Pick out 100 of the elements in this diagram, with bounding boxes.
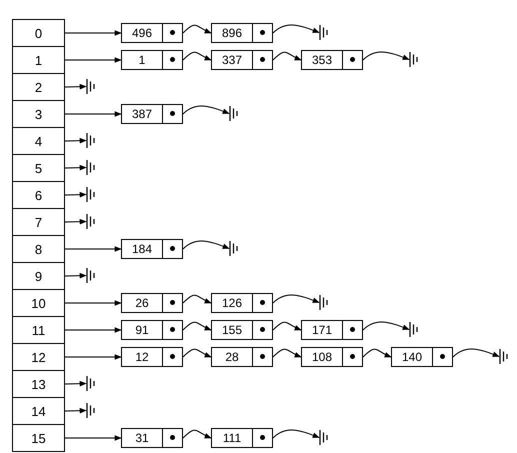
arrow [64,84,87,90]
null-ground-symbol [229,241,238,256]
arrow [182,322,212,330]
node-value: 496 [130,25,154,42]
index-cell: 12 [12,343,65,371]
arrow [272,52,302,60]
arrow [64,408,87,414]
list-node [121,23,183,43]
arrow [64,218,87,224]
node-value: 28 [224,349,240,366]
node-value: 171 [310,322,334,339]
arrow [64,111,122,117]
arrow [182,240,230,250]
arrow [64,138,87,144]
node-value: 155 [220,322,244,339]
node-value: 91 [134,322,150,339]
node-value: 184 [130,241,154,258]
arrow [272,430,320,438]
index-cell: 4 [12,127,65,155]
arrow [182,52,212,60]
node-value: 12 [134,349,150,366]
node-value: 1 [138,52,146,69]
arrow [64,300,122,306]
node-value: 140 [400,349,424,366]
node-value: 111 [222,430,242,447]
arrow [64,164,87,170]
list-node [211,347,273,367]
node-value: 31 [134,430,150,447]
arrow [182,430,212,438]
null-ground-symbol [319,25,328,40]
null-ground-symbol [86,214,95,229]
arrow [64,380,87,386]
node-value: 26 [134,295,150,312]
list-node [211,320,273,340]
arrow [362,322,410,330]
index-cell: 10 [12,289,65,317]
index-cell: 14 [12,397,65,425]
index-cell: 7 [12,208,65,236]
node-value: 108 [310,349,334,366]
list-node [301,50,363,70]
null-ground-symbol [319,430,328,445]
list-node [301,347,363,367]
null-ground-symbol [86,79,95,94]
index-cell: 9 [12,262,65,290]
index-cell: 8 [12,235,65,263]
null-ground-symbol [499,349,508,364]
arrow [64,246,122,252]
list-node [121,104,183,124]
index-cell: 0 [12,19,65,47]
arrow [272,294,320,304]
arrow [64,327,122,333]
arrow [272,348,302,358]
list-node [121,320,183,340]
null-ground-symbol [86,376,95,391]
null-ground-symbol [409,52,418,67]
node-value: 353 [310,52,334,69]
arrow [182,106,230,114]
arrow [64,435,122,441]
list-node [211,23,273,43]
arrow [182,24,212,34]
index-cell: 1 [12,46,65,74]
list-node [121,293,183,313]
null-ground-symbol [86,133,95,148]
arrow [182,294,212,304]
null-ground-symbol [86,187,95,202]
null-ground-symbol [86,160,95,175]
index-cell: 13 [12,370,65,398]
arrow [64,354,122,360]
index-cell: 3 [12,100,65,128]
index-cell: 15 [12,424,65,452]
index-cell: 11 [12,316,65,344]
list-node [121,347,183,367]
arrow [182,348,212,358]
list-node [121,50,183,70]
arrow [362,348,392,358]
list-node [211,428,273,448]
arrow [64,192,87,198]
arrow [64,57,122,63]
list-node [121,239,183,259]
null-ground-symbol [229,106,238,121]
arrow [64,30,122,36]
node-value: 896 [220,25,244,42]
node-value: 387 [130,106,154,123]
null-ground-symbol [86,268,95,283]
arrow [362,52,410,60]
arrow [272,322,302,330]
list-node [121,428,183,448]
null-ground-symbol [319,295,328,310]
null-ground-symbol [86,403,95,418]
null-ground-symbol [409,322,418,337]
list-node [211,293,273,313]
node-value: 337 [220,52,244,69]
arrow [64,272,87,278]
list-node [391,347,453,367]
arrow [272,24,320,34]
list-node [301,320,363,340]
list-node [211,50,273,70]
index-cell: 5 [12,154,65,182]
index-cell: 2 [12,73,65,101]
arrow [452,348,500,358]
